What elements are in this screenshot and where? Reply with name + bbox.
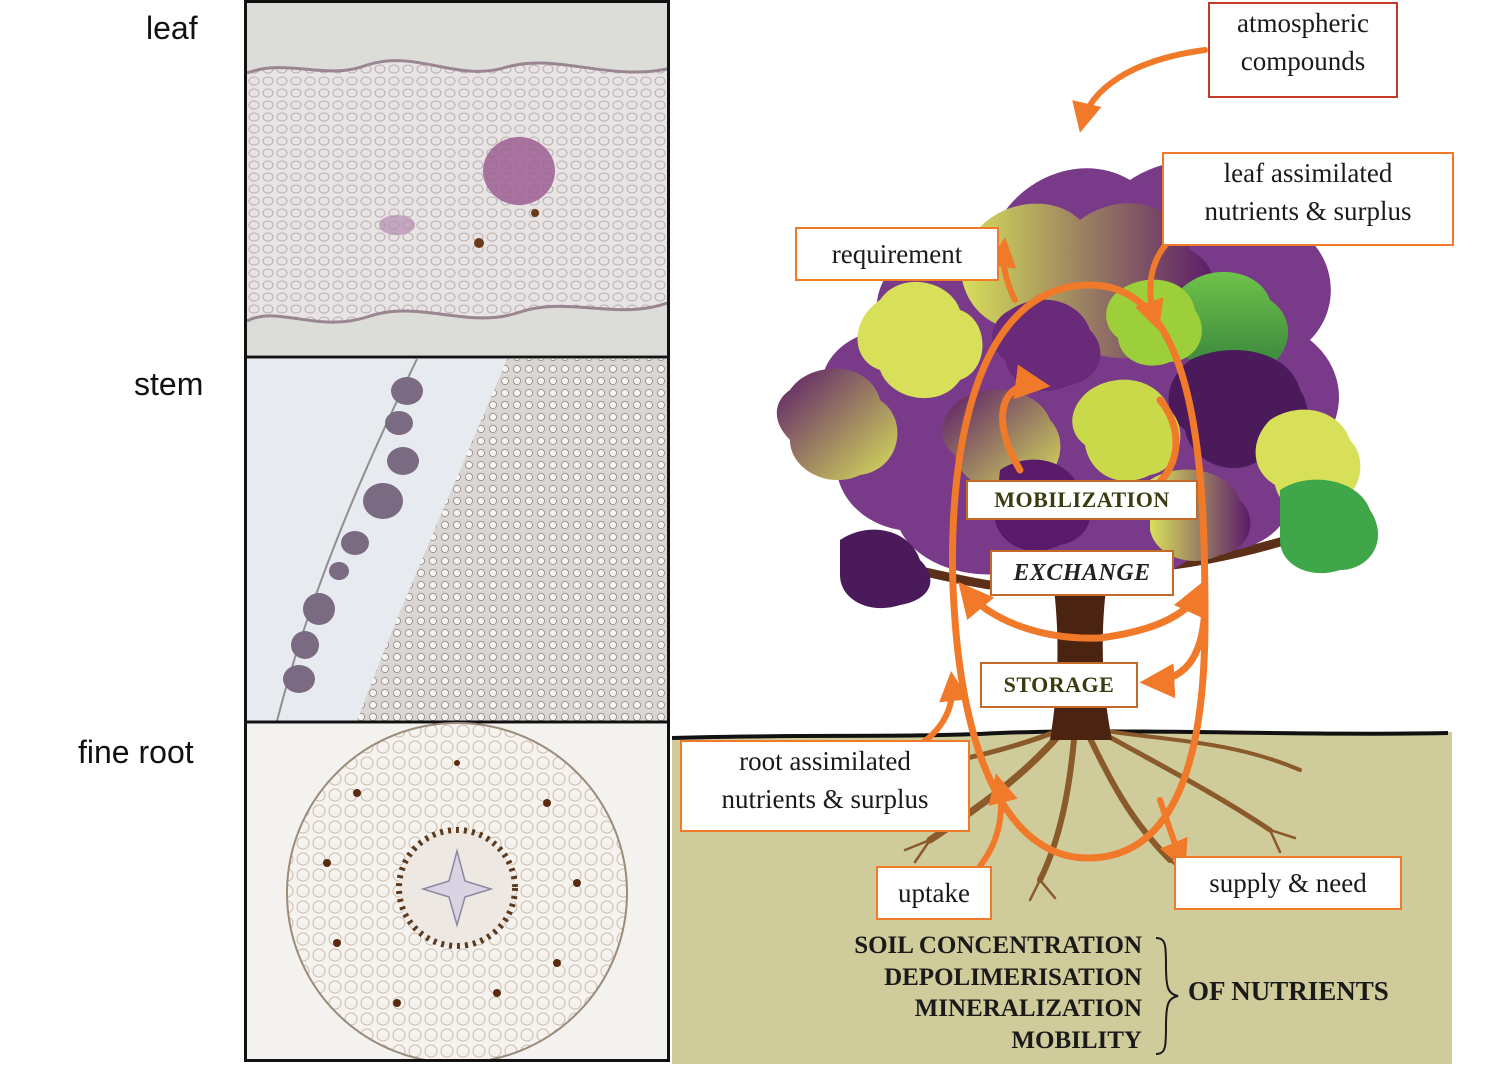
atmospheric-line-1: atmospheric [1237, 8, 1369, 38]
leaf-assimilated-label: leaf assimilated nutrients & surplus [1162, 152, 1454, 246]
of-nutrients-label: OF NUTRIENTS [1188, 976, 1389, 1006]
soil-processes-list: SOIL CONCENTRATION DEPOLIMERISATION MINE… [854, 930, 1142, 1056]
uptake-label: uptake [876, 866, 992, 920]
requirement-label: requirement [795, 227, 999, 281]
leaf-cross-section-image [247, 3, 667, 355]
soil-term: MINERALIZATION [914, 995, 1142, 1022]
supply-need-label: supply & need [1174, 856, 1402, 910]
leaf-assimilated-line-1: leaf assimilated [1223, 158, 1393, 188]
stem-panel-label: stem [134, 366, 204, 402]
soil-term: DEPOLIMERISATION [884, 963, 1142, 991]
soil-term: SOIL CONCENTRATION [854, 932, 1142, 959]
micrograph-illustrations [247, 3, 667, 1059]
micrograph-column [244, 0, 670, 1062]
storage-label: STORAGE [980, 662, 1138, 708]
atmospheric-compounds-label: atmospheric compounds [1208, 2, 1398, 98]
mobilization-label: MOBILIZATION [966, 480, 1198, 520]
soil-term: MOBILITY [1011, 1026, 1142, 1054]
root-assimilated-label: root assimilated nutrients & surplus [680, 740, 970, 832]
ground-line [671, 729, 1449, 740]
stem-cross-section-image [247, 358, 667, 722]
fine-root-cross-section-image [247, 722, 667, 1059]
root-assimilated-line-2: nutrients & surplus [721, 784, 929, 814]
curly-brace [1155, 937, 1179, 1055]
leaf-assimilated-line-2: nutrients & surplus [1204, 196, 1412, 226]
leaf-panel-label: leaf [146, 10, 198, 46]
exchange-label: EXCHANGE [990, 550, 1174, 596]
fine-root-panel-label: fine root [78, 734, 194, 770]
atmospheric-line-2: compounds [1240, 46, 1366, 76]
root-assimilated-line-1: root assimilated [739, 746, 911, 776]
